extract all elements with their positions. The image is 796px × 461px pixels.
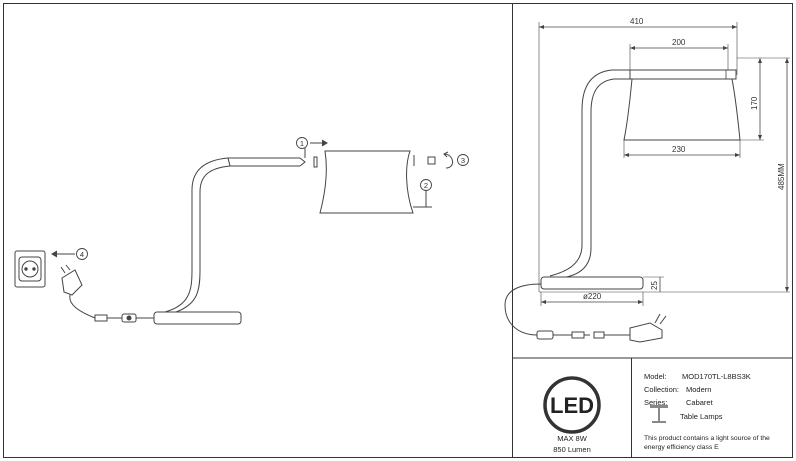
- lamp-shade-side: [623, 78, 741, 141]
- led-logo-text: LED: [550, 393, 594, 418]
- series-label: Series:: [644, 398, 667, 407]
- adapter-plug: [61, 269, 83, 296]
- table-lamp-icon: [650, 405, 668, 423]
- type-value: Table Lamps: [680, 412, 723, 421]
- info-table: [512, 357, 793, 458]
- lamp-shade: [319, 150, 414, 214]
- connector-piece: [313, 156, 318, 168]
- step-3-number: 3: [461, 156, 465, 165]
- rotate-arrow-icon: [443, 153, 453, 169]
- wall-socket: [14, 250, 46, 288]
- lamp-base: [153, 311, 242, 325]
- step-4-number: 4: [80, 250, 84, 259]
- dim-shade-height: 170: [750, 96, 759, 110]
- adapter-plug-side: [629, 322, 663, 343]
- lamp-arm: [164, 157, 300, 313]
- outer-frame: [3, 3, 793, 458]
- energy-note-line1: This product contains a light source of …: [644, 435, 770, 442]
- max-power: MAX 8W: [557, 434, 588, 443]
- step-2-number: 2: [424, 181, 428, 190]
- assembly-drawing: [14, 139, 453, 325]
- dim-shade-top-width: 200: [672, 38, 686, 47]
- collection-label: Collection:: [644, 385, 679, 394]
- lamp-base-side: [540, 276, 644, 290]
- model-value: MOD170TL-L8BS3K: [682, 372, 751, 381]
- lamp-arm-side: [549, 69, 630, 277]
- series-value: Cabaret: [686, 398, 714, 407]
- lumen-output: 850 Lumen: [553, 445, 591, 454]
- dim-total-height: 485MM: [777, 163, 786, 190]
- dim-base-diameter: ø220: [583, 292, 602, 301]
- step-1-number: 1: [300, 139, 304, 148]
- lamp-arm-bar: [629, 69, 737, 80]
- model-label: Model:: [644, 372, 667, 381]
- dim-base-height: 25: [650, 281, 659, 290]
- dim-shade-bottom-width: 230: [672, 145, 686, 154]
- power-cable: [69, 294, 154, 319]
- step-markers: [76, 137, 469, 260]
- energy-note-line2: energy efficiency class E: [644, 444, 719, 451]
- dim-overall-width: 410: [630, 17, 644, 26]
- dimension-drawing: [504, 22, 790, 343]
- collection-value: Modern: [686, 385, 711, 394]
- power-cable-side: [504, 283, 590, 336]
- led-logo-circle: [543, 376, 601, 434]
